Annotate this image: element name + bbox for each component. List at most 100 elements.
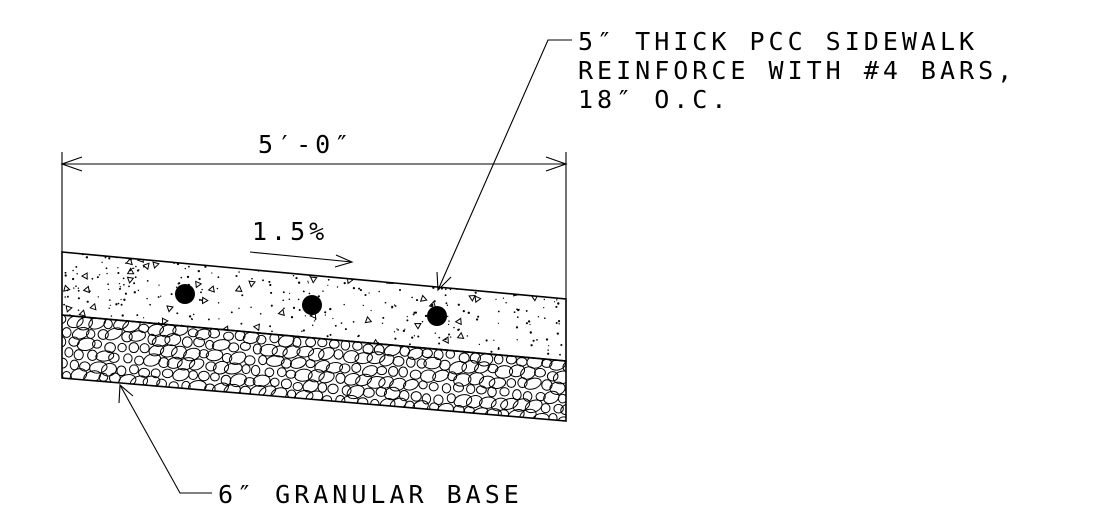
- gravel-stone: [373, 344, 385, 356]
- stipple-dot: [387, 273, 391, 277]
- gravel-stone: [557, 416, 566, 421]
- stipple-dot: [282, 257, 286, 260]
- stipple-dot: [348, 351, 350, 353]
- gravel-stone: [478, 396, 497, 409]
- stipple-dot: [283, 258, 286, 262]
- gravel-stone: [289, 357, 307, 369]
- gravel-stone: [305, 337, 317, 348]
- stipple-dot: [77, 317, 79, 319]
- stipple-dot: [232, 260, 236, 263]
- gravel-stone: [171, 345, 187, 360]
- gravel-stone: [280, 358, 292, 369]
- aggregate-triangle: [277, 308, 285, 317]
- stipple-dot: [158, 284, 160, 286]
- gravel-stone: [517, 377, 528, 389]
- stipple-dot: [466, 335, 469, 337]
- gravel-stone: [508, 364, 526, 378]
- callout-arrow-bottom: [118, 383, 134, 404]
- gravel-stone: [243, 377, 256, 387]
- stipple-dot: [120, 303, 123, 306]
- stipple-dot: [370, 258, 373, 261]
- gravel-stone: [108, 352, 120, 363]
- stipple-dot: [107, 283, 109, 286]
- gravel-stone: [148, 344, 165, 357]
- stipple-dot: [207, 318, 210, 321]
- stipple-dot: [115, 303, 118, 306]
- gravel-stone: [252, 374, 271, 387]
- stipple-dot: [118, 282, 121, 285]
- stipple-dot: [531, 276, 534, 279]
- aggregate-triangle: [327, 266, 336, 274]
- base-callout: 6″ GRANULAR BASE: [118, 383, 519, 509]
- stipple-dot: [406, 315, 408, 318]
- aggregate-triangle: [383, 261, 392, 269]
- slope-label: 1.5%: [252, 217, 328, 246]
- stipple-dot: [85, 256, 89, 259]
- stipple-dot: [445, 302, 448, 305]
- stipple-dot: [86, 324, 89, 326]
- gravel-stone: [211, 382, 229, 395]
- stipple-dot: [562, 273, 565, 276]
- gravel-stone: [500, 397, 519, 410]
- stipple-dot: [135, 265, 137, 268]
- stipple-dot: [102, 347, 105, 350]
- stipple-dot: [368, 346, 370, 349]
- stipple-dot: [304, 250, 305, 251]
- gravel-stone: [270, 387, 288, 402]
- gravel-stone: [276, 367, 287, 378]
- stipple-dot: [74, 342, 77, 344]
- stipple-dot: [217, 276, 220, 279]
- stipple-dot: [438, 336, 441, 339]
- stipple-dot: [391, 257, 394, 260]
- stipple-dot: [302, 329, 305, 332]
- stipple-dot: [493, 339, 495, 341]
- stipple-dot: [505, 301, 507, 304]
- stipple-dot: [557, 302, 560, 305]
- gravel-stone: [346, 385, 365, 400]
- stipple-dot: [454, 271, 457, 274]
- stipple-dot: [181, 332, 183, 334]
- gravel-stone: [541, 379, 553, 391]
- stipple-dot: [190, 260, 192, 262]
- stipple-dot: [475, 318, 479, 321]
- aggregate-triangle: [142, 262, 150, 271]
- gravel-stone: [406, 356, 416, 368]
- gravel-stone: [76, 337, 96, 352]
- stipple-dot: [220, 341, 223, 344]
- gravel-stone: [524, 399, 543, 414]
- stipple-dot: [521, 270, 523, 273]
- gravel-stone: [104, 327, 123, 341]
- stipple-dot: [109, 304, 111, 307]
- stipple-dot: [547, 352, 550, 355]
- stipple-dot: [304, 315, 307, 317]
- gravel-stone: [159, 344, 178, 358]
- stipple-dot: [401, 268, 404, 270]
- stipple-dot: [236, 358, 239, 361]
- gravel-stone: [128, 342, 140, 354]
- gravel-stone: [465, 395, 483, 409]
- aggregate-triangle: [82, 285, 91, 294]
- stipple-dot: [198, 334, 201, 338]
- stipple-dot: [356, 253, 358, 255]
- stipple-dot: [450, 336, 452, 338]
- gravel-stone: [487, 386, 497, 398]
- gravel-stone: [89, 361, 108, 374]
- stipple-dot: [269, 325, 272, 328]
- gravel-stone: [129, 364, 139, 375]
- stipple-dot: [124, 292, 127, 295]
- stipple-dot: [396, 328, 398, 330]
- stipple-dot: [292, 353, 295, 355]
- stipple-dot: [125, 351, 128, 354]
- stipple-dot: [288, 298, 291, 300]
- stipple-dot: [176, 312, 179, 315]
- stipple-dot: [317, 295, 320, 298]
- stipple-dot: [123, 298, 126, 301]
- stipple-dot: [467, 311, 470, 314]
- gravel-stone: [296, 345, 315, 358]
- stipple-dot: [120, 298, 122, 301]
- stipple-dot: [525, 322, 528, 325]
- gravel-stone: [318, 347, 335, 361]
- gravel-stone: [113, 317, 130, 331]
- stipple-dot: [447, 315, 449, 318]
- stipple-dot: [480, 269, 482, 271]
